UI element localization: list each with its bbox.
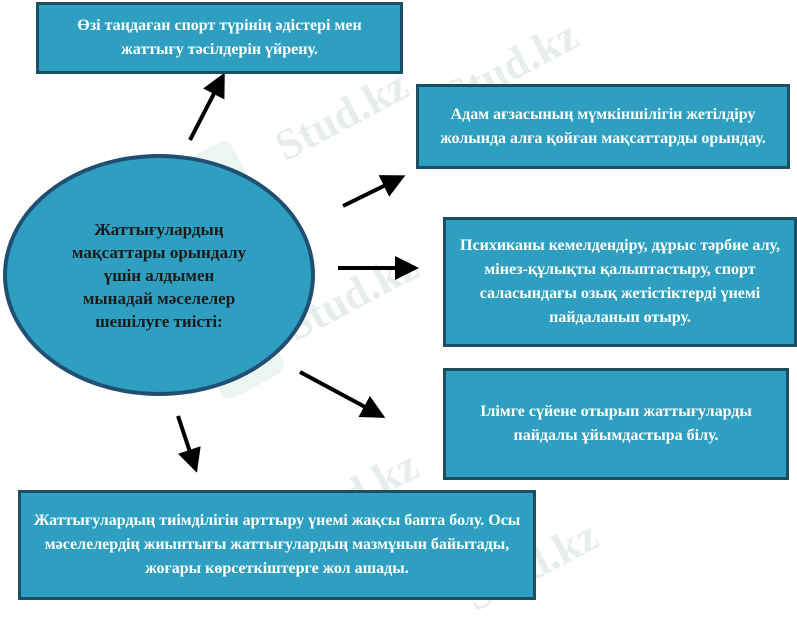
task-text: Психиканы кемелдендіру, дұрыс тәрбие алу… [460,237,780,326]
task-box-right-1: Адам ағзасының мүмкіншілігін жетілдіру ж… [416,84,790,169]
task-text: Өзі таңдаған спорт түрінің әдістері мен … [77,17,362,58]
connector-arrows [176,72,419,473]
task-text: Адам ағзасының мүмкіншілігін жетілдіру ж… [440,105,766,147]
arrow-to-right-box-3 [299,370,386,418]
task-text: Жаттығулардың тиімділігін арттыру үнемі … [33,512,521,577]
arrow-to-top-box [188,72,225,141]
task-box-top: Өзі таңдаған спорт түрінің әдістері мен … [36,2,403,74]
central-goal-ellipse: Жаттығулардың мақсаттары орындалу үшін а… [3,154,315,396]
task-box-right-2: Психиканы кемелдендіру, дұрыс тәрбие алу… [443,217,797,347]
arrow-to-right-box-1 [342,175,406,208]
central-goal-text: Жаттығулардың мақсаттары орындалу үшін а… [71,219,247,331]
arrow-to-bottom-box [176,415,201,473]
task-box-right-3: Ілімге сүйене отырып жаттығуларды пайдал… [443,368,789,480]
task-text: Ілімге сүйене отырып жаттығуларды пайдал… [480,403,752,444]
task-box-bottom: Жаттығулардың тиімділігін арттыру үнемі … [18,490,536,600]
